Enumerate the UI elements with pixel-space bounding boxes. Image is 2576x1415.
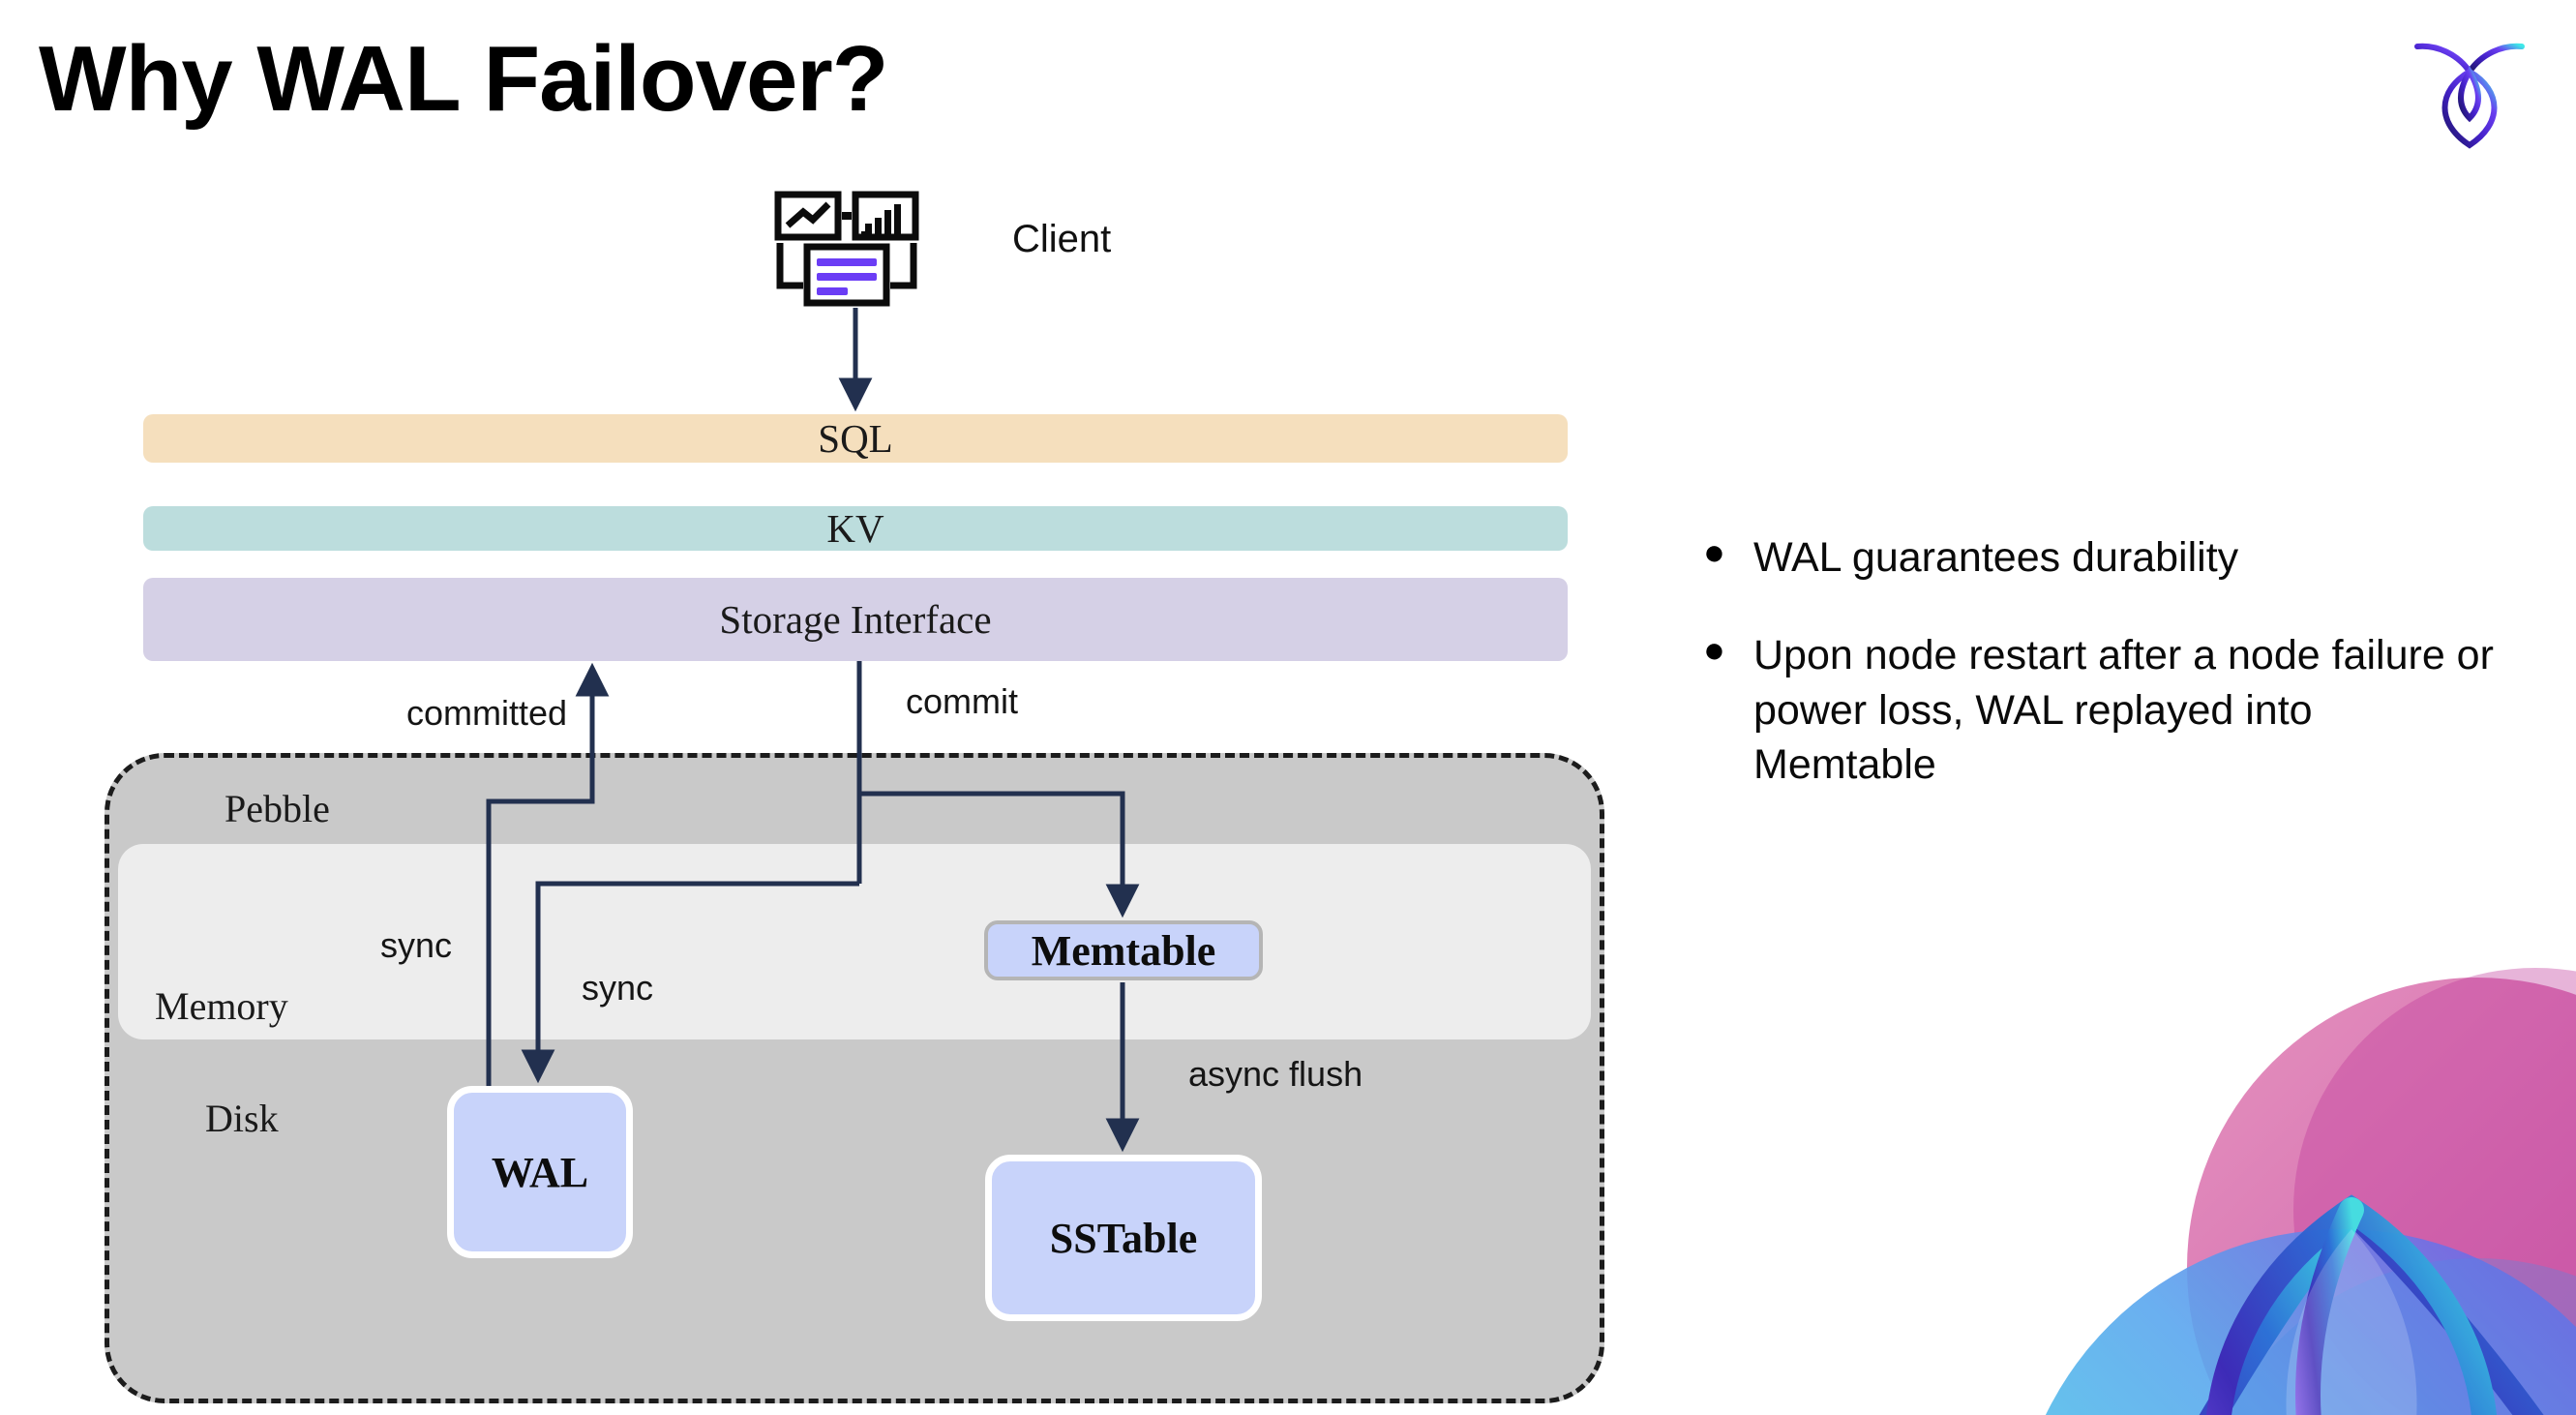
edge-label-async-flush: async flush: [1188, 1054, 1363, 1094]
edge-label-committed: committed: [406, 693, 568, 733]
layer-bar-sql: SQL: [143, 414, 1568, 463]
bullet-list: ● WAL guarantees durability ● Upon node …: [1703, 530, 2497, 835]
cockroachdb-logo-icon: [2411, 31, 2528, 151]
edge-label-sync-left: sync: [380, 925, 453, 965]
list-item: ● WAL guarantees durability: [1703, 530, 2497, 586]
bullet-text: WAL guarantees durability: [1753, 534, 2239, 581]
cockroachdb-watermark-icon: [1935, 919, 2576, 1415]
layer-bar-storage: Storage Interface: [143, 578, 1568, 661]
page-title: Why WAL Failover?: [39, 27, 888, 131]
pebble-label: Pebble: [225, 787, 330, 830]
edge-label-commit: commit: [906, 681, 1018, 721]
memory-band: [118, 844, 1591, 1039]
disk-label: Disk: [205, 1097, 279, 1140]
edge-label-sync-right: sync: [582, 968, 654, 1008]
memory-label: Memory: [155, 984, 288, 1028]
layer-bar-kv: KV: [143, 506, 1568, 551]
client-dashboard-icon: [774, 191, 929, 307]
bullet-text: Upon node restart after a node failure o…: [1753, 631, 2494, 789]
client-label: Client: [1012, 218, 1112, 260]
node-sstable: SSTable: [985, 1155, 1262, 1321]
list-item: ● Upon node restart after a node failure…: [1703, 628, 2497, 793]
node-wal: WAL: [447, 1086, 633, 1258]
node-memtable: Memtable: [984, 920, 1263, 980]
bullet-marker-icon: ●: [1703, 532, 1725, 573]
bullet-marker-icon: ●: [1703, 629, 1725, 671]
